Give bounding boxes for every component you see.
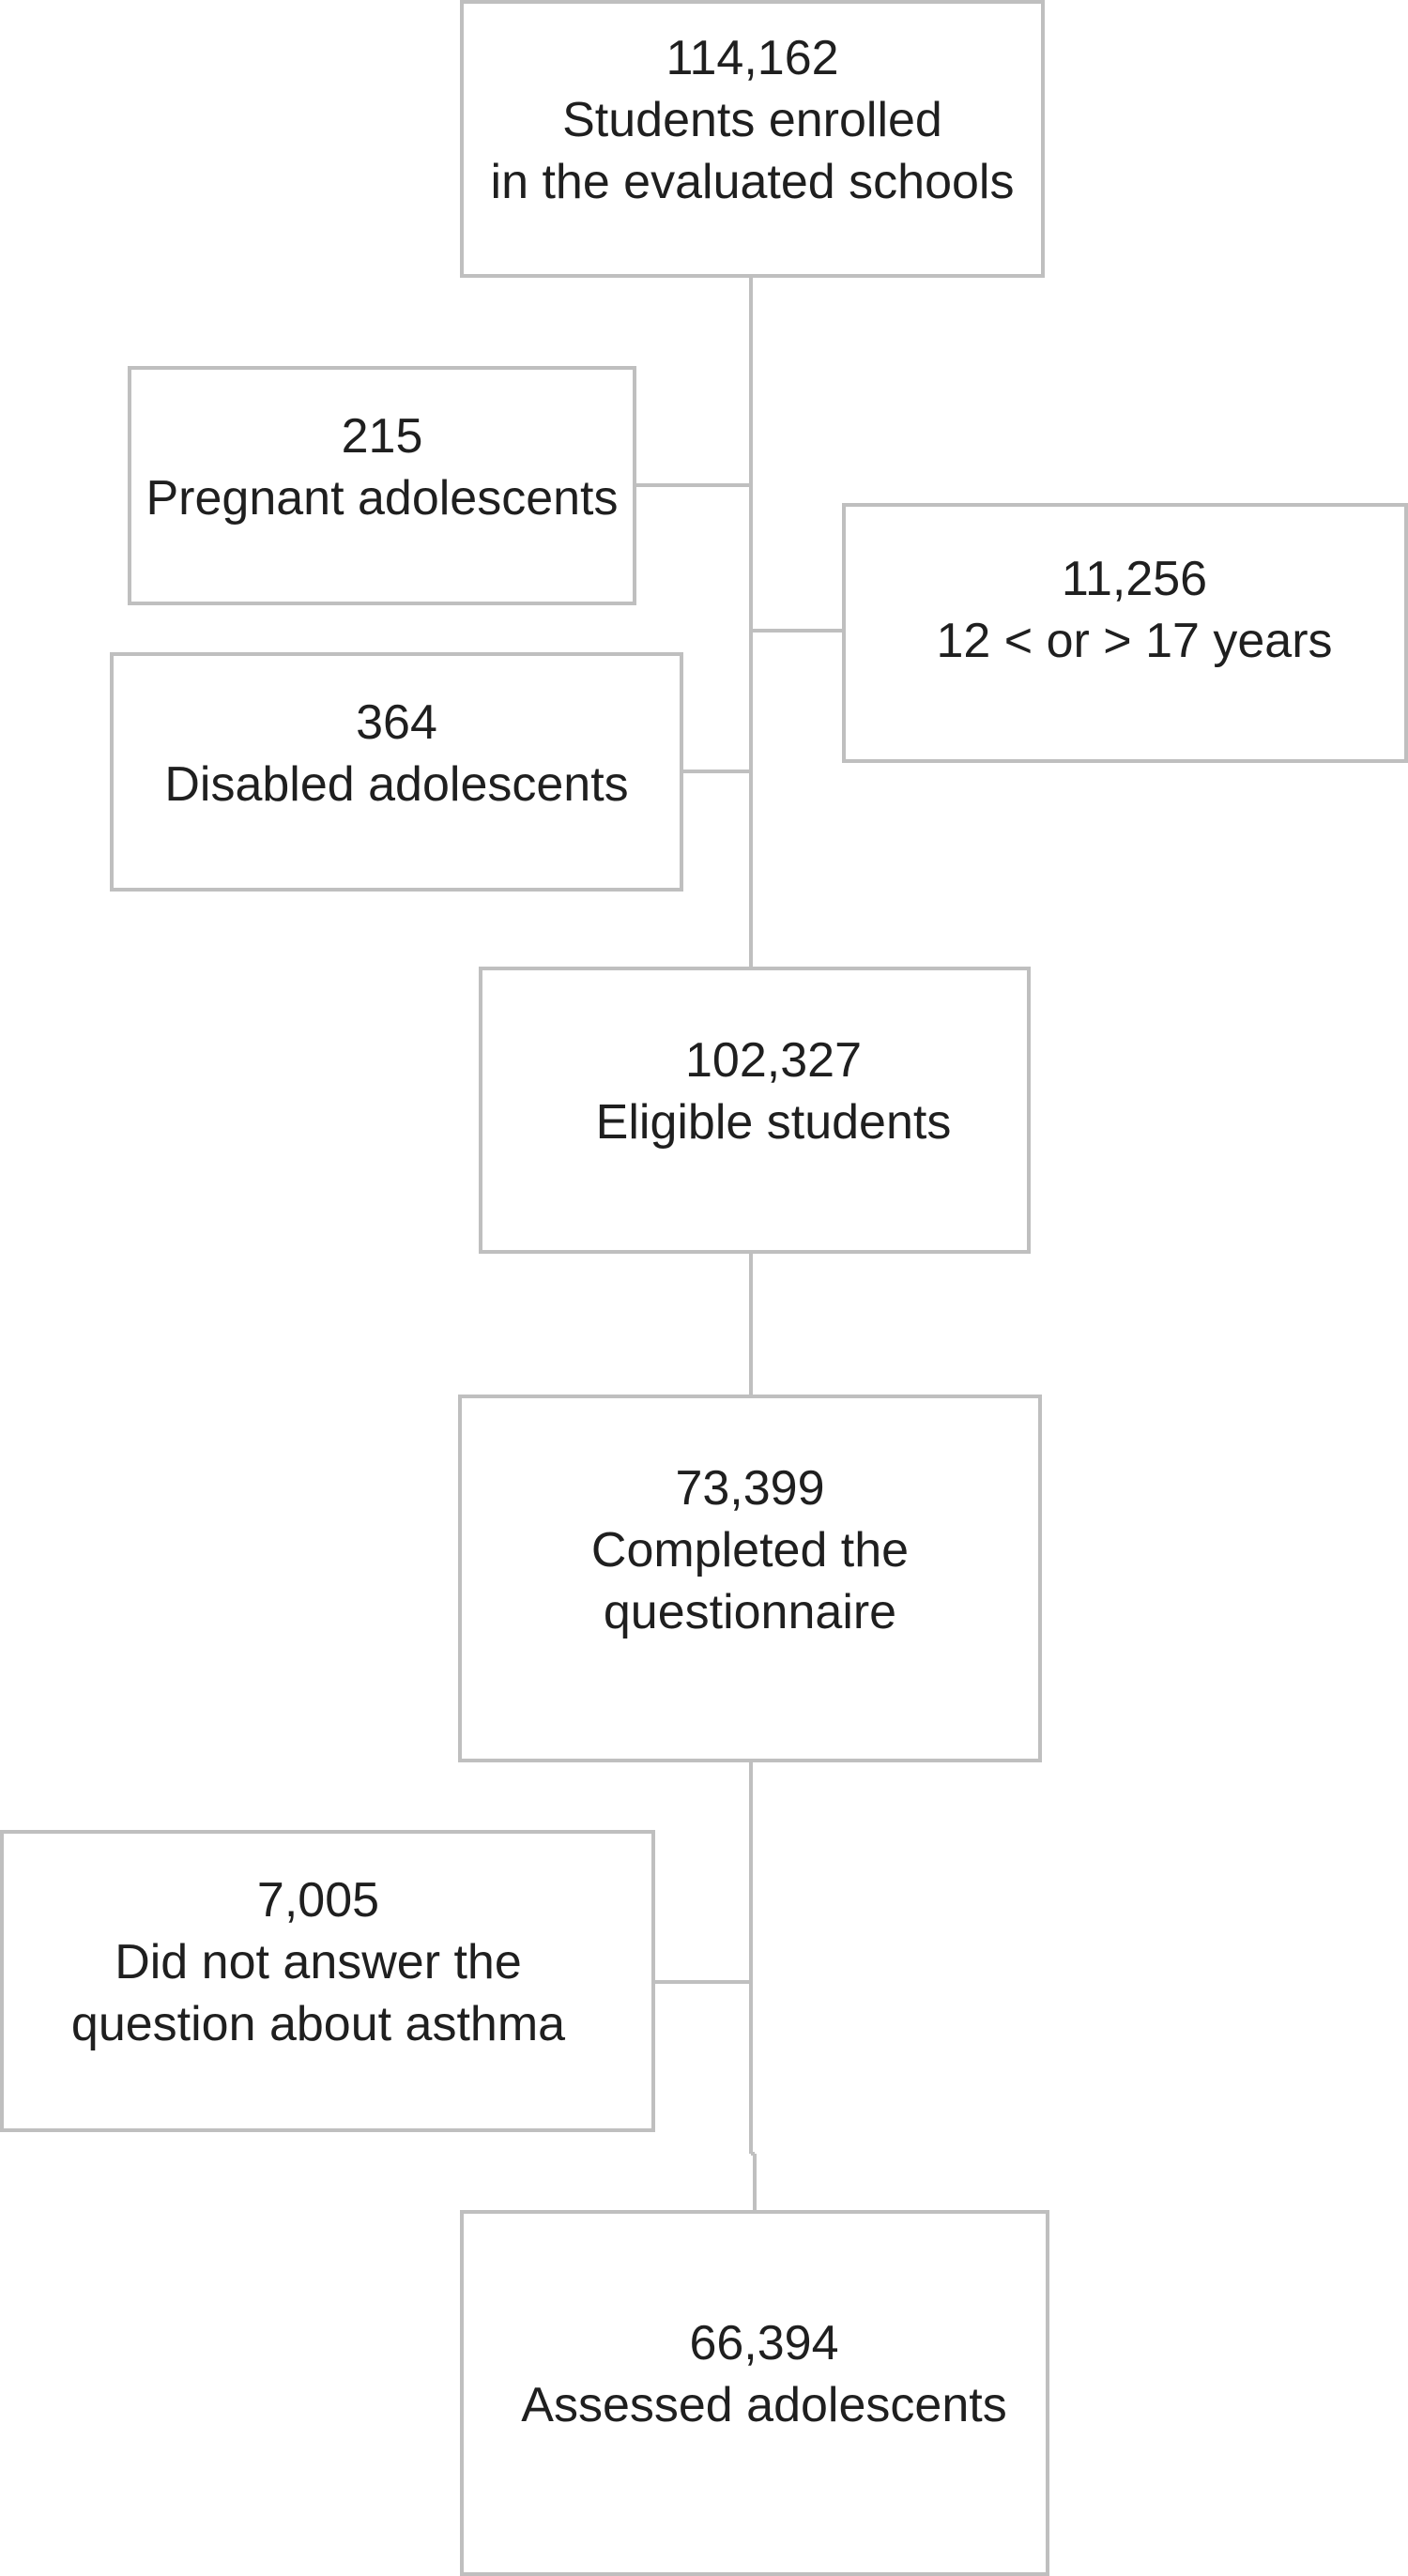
no-answer-count: 7,005 bbox=[256, 1873, 380, 1928]
eligible-count: 102,327 bbox=[685, 1033, 862, 1088]
box-completed-questionnaire: 73,399 Completed the questionnaire bbox=[458, 1395, 1042, 1762]
assessed-label: Assessed adolescents bbox=[521, 2378, 1007, 2432]
no-answer-label-line2: question about asthma bbox=[70, 1997, 566, 2051]
enrolled-label-line2: in the evaluated schools bbox=[490, 155, 1015, 209]
enrolled-label-line1: Students enrolled bbox=[562, 93, 942, 147]
pregnant-label: Pregnant adolescents bbox=[145, 470, 619, 526]
completed-label-line2: questionnaire bbox=[603, 1585, 897, 1639]
box-pregnant-adolescents: 215 Pregnant adolescents bbox=[128, 366, 636, 605]
box-disabled-adolescents: 364 Disabled adolescents bbox=[110, 652, 683, 892]
box-assessed-adolescents: 66,394 Assessed adolescents bbox=[460, 2210, 1049, 2576]
box-students-enrolled: 114,162 Students enrolled in the evaluat… bbox=[460, 0, 1045, 278]
box-eligible-students: 102,327 Eligible students bbox=[479, 967, 1031, 1254]
age-label: 12 < or > 17 years bbox=[936, 613, 1333, 668]
pregnant-count: 215 bbox=[341, 408, 423, 464]
completed-label-line1: Completed the bbox=[590, 1523, 910, 1578]
enrolled-count: 114,162 bbox=[666, 31, 839, 85]
assessed-count: 66,394 bbox=[689, 2316, 839, 2370]
no-answer-label-line1: Did not answer the bbox=[115, 1935, 522, 1989]
completed-count: 73,399 bbox=[675, 1461, 825, 1516]
box-age-excluded: 11,256 12 < or > 17 years bbox=[842, 503, 1408, 763]
disabled-count: 364 bbox=[356, 694, 437, 750]
box-no-asthma-answer: 7,005 Did not answer the question about … bbox=[0, 1830, 655, 2132]
age-count: 11,256 bbox=[1061, 551, 1208, 606]
eligible-label: Eligible students bbox=[595, 1095, 952, 1150]
disabled-label: Disabled adolescents bbox=[164, 756, 629, 812]
